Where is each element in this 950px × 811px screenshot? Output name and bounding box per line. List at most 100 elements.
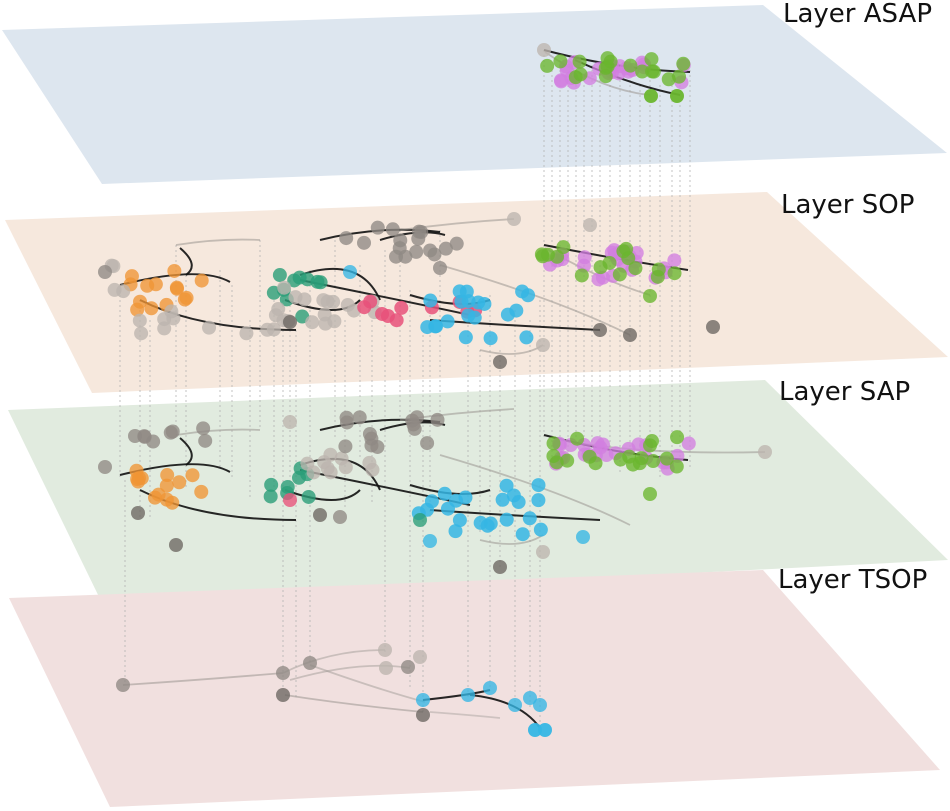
network-node [538,723,552,737]
network-node [676,56,691,71]
network-node [389,313,404,328]
network-node [612,267,627,282]
layer-plane-sap [8,380,948,603]
network-edge [284,694,424,713]
network-node [758,445,772,459]
network-node [116,678,130,692]
network-node [401,660,415,674]
network-node [343,265,357,279]
network-node [194,273,209,288]
network-edge [284,489,361,501]
network-node [239,326,254,341]
network-node [531,478,546,493]
network-node [672,69,687,84]
network-node [363,294,378,309]
network-node [420,436,435,451]
network-node [423,534,437,548]
network-node [313,508,327,522]
network-node [670,430,685,445]
network-node [625,457,640,472]
network-node [536,338,550,352]
network-node [179,290,194,305]
network-node [643,487,657,501]
network-edge [289,664,411,681]
network-node [613,452,628,467]
network-node [352,410,367,425]
network-node [670,89,684,103]
network-edge [409,484,491,495]
network-node [458,330,473,345]
network-node [572,54,587,69]
network-node [628,261,643,276]
network-node [430,412,445,427]
network-node [440,314,455,329]
network-node [599,448,614,463]
network-node [160,468,175,483]
network-node [394,300,409,315]
network-edge [574,59,681,96]
network-node [303,656,317,670]
network-node [573,67,588,82]
network-node [645,64,660,79]
network-node [560,453,575,468]
network-node [429,319,444,334]
network-node [169,538,183,552]
layer-label-tsop: Layer TSOP [778,565,927,595]
network-edge [282,649,386,674]
network-node [536,545,550,559]
network-node [271,302,286,317]
network-node [172,475,187,490]
network-node [528,723,542,737]
network-node [370,220,385,235]
network-node [202,320,217,335]
network-node [574,268,589,283]
network-node [305,315,320,330]
network-node [98,460,112,474]
network-node [533,698,547,712]
network-node [128,429,143,444]
network-node [272,268,287,283]
network-node [681,436,696,451]
network-node [276,666,290,680]
network-node [300,272,315,287]
network-node [546,436,561,451]
network-node [334,451,349,466]
network-node [301,489,316,504]
network-node [531,493,546,508]
network-node [515,527,530,542]
network-node [340,297,355,312]
network-node [357,235,372,250]
network-node [522,511,537,526]
network-node [583,218,597,232]
network-node [379,661,393,675]
network-node [333,510,347,524]
network-node [276,688,290,702]
network-node [553,54,568,69]
network-node [133,294,148,309]
network-node [166,311,181,326]
network-node [507,212,521,226]
network-node [506,488,521,503]
network-node [339,410,354,425]
network-node [635,64,650,79]
network-node [644,52,659,67]
network-node [540,58,555,73]
network-node [264,477,279,492]
network-node [362,455,377,470]
network-node [424,494,439,509]
network-node [602,255,617,270]
network-edge [175,428,261,436]
network-node [169,281,184,296]
network-node [437,486,452,501]
network-node [124,269,139,284]
network-node [409,244,424,259]
layer-labels: Layer ASAP Layer SOP Layer SAP Layer TSO… [778,0,932,595]
network-edge [319,418,441,431]
network-node [651,262,666,277]
network-node [159,478,174,493]
network-node [423,243,438,258]
layer-planes [2,5,948,807]
layer-label-sap: Layer SAP [779,377,910,407]
network-edge [179,247,193,276]
